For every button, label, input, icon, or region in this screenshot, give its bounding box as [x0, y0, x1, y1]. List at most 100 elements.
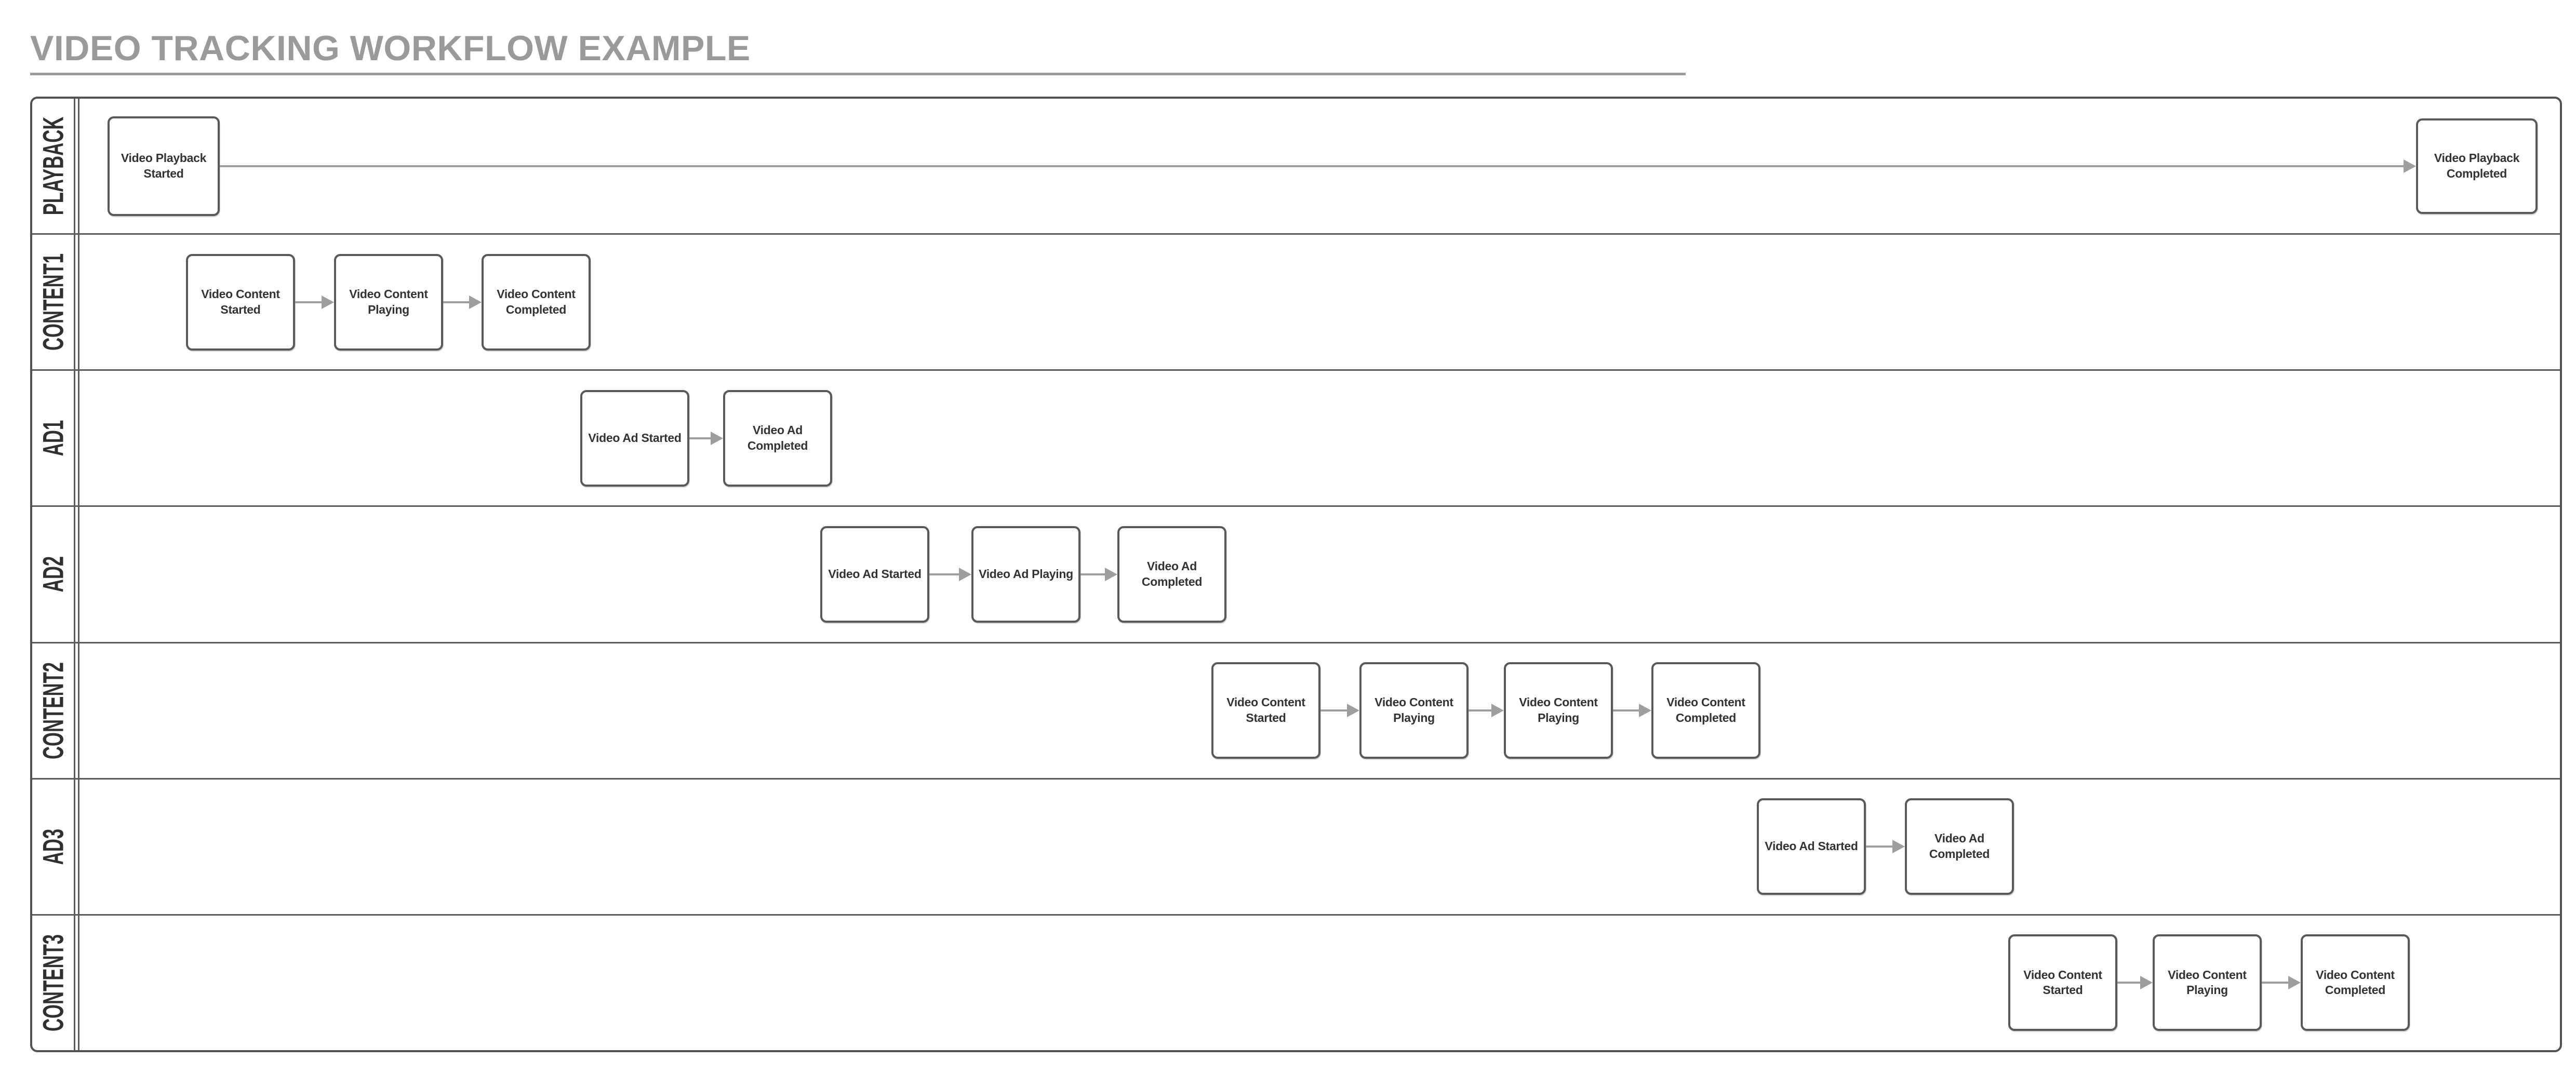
lane-header-divider — [75, 99, 79, 234]
flow-arrowhead-icon — [2140, 976, 2153, 990]
flow-arrowhead-icon — [1892, 840, 1905, 854]
lane-body-ad2: Video Ad Started Video Ad Playing Video Ad… — [79, 507, 2560, 641]
lane-label: PLAYBACK — [36, 116, 70, 216]
lane-body-content3: Video Content Started Video Content Playi… — [79, 916, 2560, 1050]
workflow-step-label: Video Content Started — [2023, 968, 2102, 997]
flow-arrowhead-icon — [1105, 567, 1117, 581]
lane-label: CONTENT3 — [36, 934, 70, 1031]
flow-arrow-line — [1080, 573, 1106, 575]
lane-header-content2: CONTENT2 — [32, 643, 75, 778]
workflow-step: Video Ad Started — [1757, 798, 1866, 895]
workflow-step-label: Video Ad Started — [588, 431, 682, 445]
workflow-step: Video Content Completed — [1651, 662, 1760, 759]
flow-arrow-line — [443, 301, 470, 303]
workflow-step-label: Video Playback Completed — [2434, 151, 2520, 180]
lane-label: AD2 — [36, 556, 70, 593]
lane-header-divider — [75, 643, 79, 778]
flow-arrowhead-icon — [1347, 704, 1359, 718]
workflow-step: Video Content Playing — [1504, 662, 1613, 759]
lane-row-ad1: AD1 Video Ad Started Video Ad Completed — [32, 371, 2560, 507]
workflow-step: Video Content Playing — [334, 253, 443, 351]
lane-header-ad1: AD1 — [32, 371, 75, 506]
lane-label: AD3 — [36, 828, 70, 865]
workflow-step-label: Video Content Playing — [1519, 695, 1598, 725]
lane-header-divider — [75, 235, 79, 370]
workflow-step-label: Video Ad Playing — [979, 567, 1073, 581]
workflow-step-label: Video Ad Started — [828, 567, 922, 581]
flow-arrowhead-icon — [2288, 976, 2301, 990]
workflow-step: Video Playback Completed — [2416, 118, 2538, 214]
workflow-step: Video Ad Started — [580, 390, 689, 487]
lane-header-divider — [75, 371, 79, 506]
flow-arrowhead-icon — [469, 295, 482, 309]
flow-arrowhead-icon — [959, 567, 971, 581]
flow-arrow-line — [2262, 982, 2289, 984]
lane-body-playback: Video Playback Started Video Playback Com… — [79, 99, 2560, 233]
flow-arrow-line — [295, 301, 323, 303]
lane-body-ad1: Video Ad Started Video Ad Completed — [79, 371, 2560, 505]
flow-arrow-line — [689, 437, 712, 439]
lane-header-divider — [75, 915, 79, 1050]
workflow-step-label: Video Content Playing — [1374, 695, 1453, 725]
lane-label: CONTENT2 — [36, 662, 70, 759]
lane-header-ad2: AD2 — [32, 507, 75, 642]
lane-label: CONTENT1 — [36, 253, 70, 351]
lane-header-content1: CONTENT1 — [32, 235, 75, 370]
flow-arrow-line — [2117, 982, 2141, 984]
workflow-step-label: Video Playback Started — [121, 151, 207, 180]
lane-header-divider — [75, 507, 79, 642]
flow-arrow-line — [220, 165, 2405, 167]
workflow-step-label: Video Content Completed — [497, 287, 576, 316]
title-underline — [30, 73, 1686, 75]
workflow-step-label: Video Ad Started — [1765, 839, 1858, 853]
flow-arrow-line — [929, 573, 960, 575]
workflow-step-label: Video Content Completed — [1666, 695, 1745, 725]
lane-row-ad3: AD3 Video Ad Started Video Ad Completed — [32, 779, 2560, 916]
lane-header-playback: PLAYBACK — [32, 99, 75, 234]
lane-body-content2: Video Content Started Video Content Playi… — [79, 643, 2560, 778]
workflow-step-label: Video Content Playing — [349, 287, 428, 316]
workflow-step: Video Ad Completed — [1117, 526, 1226, 623]
lane-body-ad3: Video Ad Started Video Ad Completed — [79, 780, 2560, 914]
workflow-step: Video Content Playing — [2153, 934, 2262, 1031]
flow-arrowhead-icon — [1639, 704, 1651, 718]
workflow-step: Video Ad Started — [820, 526, 929, 623]
page-title: VIDEO TRACKING WORKFLOW EXAMPLE — [30, 29, 751, 68]
workflow-step: Video Ad Playing — [971, 526, 1080, 623]
lane-label: AD1 — [36, 420, 70, 457]
flow-arrowhead-icon — [2404, 159, 2416, 173]
workflow-step: Video Content Completed — [2301, 934, 2410, 1031]
workflow-step: Video Content Playing — [1359, 662, 1469, 759]
lane-header-divider — [75, 779, 79, 914]
workflow-step: Video Content Started — [2008, 934, 2117, 1031]
flow-arrowhead-icon — [1491, 704, 1504, 718]
workflow-step-label: Video Content Started — [201, 287, 280, 316]
workflow-step-label: Video Ad Completed — [1141, 559, 1203, 588]
lane-body-content1: Video Content Started Video Content Playi… — [79, 235, 2560, 369]
lane-header-ad3: AD3 — [32, 779, 75, 914]
workflow-step: Video Content Completed — [482, 253, 591, 351]
flow-arrowhead-icon — [322, 295, 334, 309]
workflow-step: Video Content Started — [186, 253, 295, 351]
workflow-step: Video Ad Completed — [1905, 798, 2014, 895]
workflow-step-label: Video Content Completed — [2316, 968, 2395, 997]
flow-arrow-line — [1613, 709, 1640, 712]
workflow-step-label: Video Content Playing — [2168, 968, 2247, 997]
flow-arrow-line — [1320, 709, 1348, 712]
workflow-step-label: Video Content Started — [1226, 695, 1305, 725]
flow-arrow-line — [1866, 846, 1893, 848]
workflow-step: Video Content Started — [1211, 662, 1320, 759]
workflow-step: Video Playback Started — [108, 116, 220, 216]
workflow-step-label: Video Ad Completed — [1929, 831, 1990, 861]
workflow-step: Video Ad Completed — [723, 390, 832, 487]
flow-arrow-line — [1469, 709, 1492, 712]
lane-header-content3: CONTENT3 — [32, 915, 75, 1050]
workflow-step-label: Video Ad Completed — [747, 423, 808, 452]
